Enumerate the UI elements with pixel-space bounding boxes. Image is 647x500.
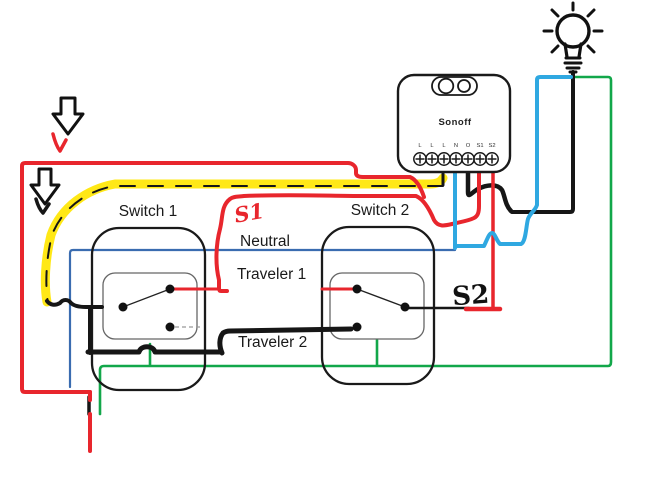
ground-wires <box>98 75 613 416</box>
sonoff-relay: Sonoff L L L N O S1 S2 <box>396 73 512 174</box>
switch1-lever <box>122 288 171 308</box>
neutral-label: Neutral <box>240 233 290 250</box>
highlighted-neutral-path <box>40 173 448 307</box>
s2-handwritten-label: S2 <box>451 280 490 312</box>
screw-cross-icon <box>451 154 461 164</box>
s1-handwritten-label: S1 <box>232 198 266 228</box>
sonoff-button-icon <box>437 77 455 95</box>
neutral-run-under-highlight <box>45 185 444 304</box>
neutral-hand-wires <box>453 75 573 250</box>
bulb-rays <box>542 1 604 54</box>
down-arrow-icon <box>51 96 85 136</box>
switch1-common-contact <box>118 302 128 312</box>
terminal-label-l2: L <box>430 143 434 149</box>
live-wires <box>20 132 503 453</box>
switch1-mechanism-box <box>102 272 198 340</box>
sonoff-terminal-screws <box>413 152 499 166</box>
ground-wire-main <box>98 75 613 416</box>
screw-cross-icon <box>415 154 425 164</box>
bulb-neck <box>563 42 583 59</box>
traveler1-label: Traveler 1 <box>237 266 306 283</box>
sonoff-led-icon <box>457 79 471 93</box>
hand-wire-to-switch1-common <box>45 298 104 309</box>
neutral-wire-bulb <box>453 75 573 248</box>
screw-icon <box>485 152 499 166</box>
switch-internals <box>118 284 410 332</box>
red-checkmark-icon <box>51 132 68 153</box>
switch2-traveler1-contact <box>352 284 362 294</box>
live-wire-main <box>20 161 426 394</box>
load-wire-o-terminal-link <box>465 164 514 214</box>
bulb-threads <box>563 56 583 74</box>
switch2-mechanism-box <box>329 272 425 340</box>
screw-cross-icon <box>439 154 449 164</box>
traveler2-label: Traveler 2 <box>238 334 307 351</box>
yellow-highlighter-trace <box>40 173 448 307</box>
sonoff-button-pill <box>431 76 478 96</box>
black-wires <box>34 70 575 416</box>
light-bulb-icon <box>542 1 604 74</box>
switch2-traveler2-contact <box>352 322 362 332</box>
terminal-label-n: N <box>454 143 458 149</box>
screw-cross-icon <box>427 154 437 164</box>
sonoff-body <box>396 73 512 174</box>
terminal-label-s2: S2 <box>488 143 495 149</box>
black-checkmark-icon <box>34 197 51 215</box>
screw-cross-icon <box>463 154 473 164</box>
neutral-wire-thin <box>68 248 457 389</box>
switch1-traveler1-contact <box>165 284 175 294</box>
annotation-arrows <box>29 96 85 206</box>
terminal-label-o: O <box>466 143 471 149</box>
load-wire-bulb <box>510 70 575 214</box>
switch2-common-contact <box>400 302 410 312</box>
terminal-label-l1: L <box>418 143 422 149</box>
traveler2-wire-hook <box>217 326 354 356</box>
screw-cross-icon <box>487 154 497 164</box>
traveler2-wire-run <box>85 344 224 355</box>
down-arrow-icon <box>29 167 61 206</box>
switch2-label: Switch 2 <box>351 202 410 219</box>
neutral-line-group <box>68 248 457 389</box>
terminal-label-l3: L <box>442 143 446 149</box>
s1-jumper-wire <box>214 168 481 293</box>
switch1-traveler2-contact <box>165 322 175 332</box>
bulb-glass <box>555 13 591 49</box>
terminal-label-s1: S1 <box>476 143 483 149</box>
sonoff-terminal-labels: L L L N O S1 S2 <box>418 143 495 149</box>
switch2-lever <box>356 288 406 308</box>
diagram-labels: Switch 1 Switch 2 Neutral Traveler 1 Tra… <box>119 198 490 351</box>
screw-cross-icon <box>475 154 485 164</box>
switch1-label: Switch 1 <box>119 203 178 220</box>
switch2-box <box>320 225 436 386</box>
sonoff-brand: Sonoff <box>438 117 471 128</box>
